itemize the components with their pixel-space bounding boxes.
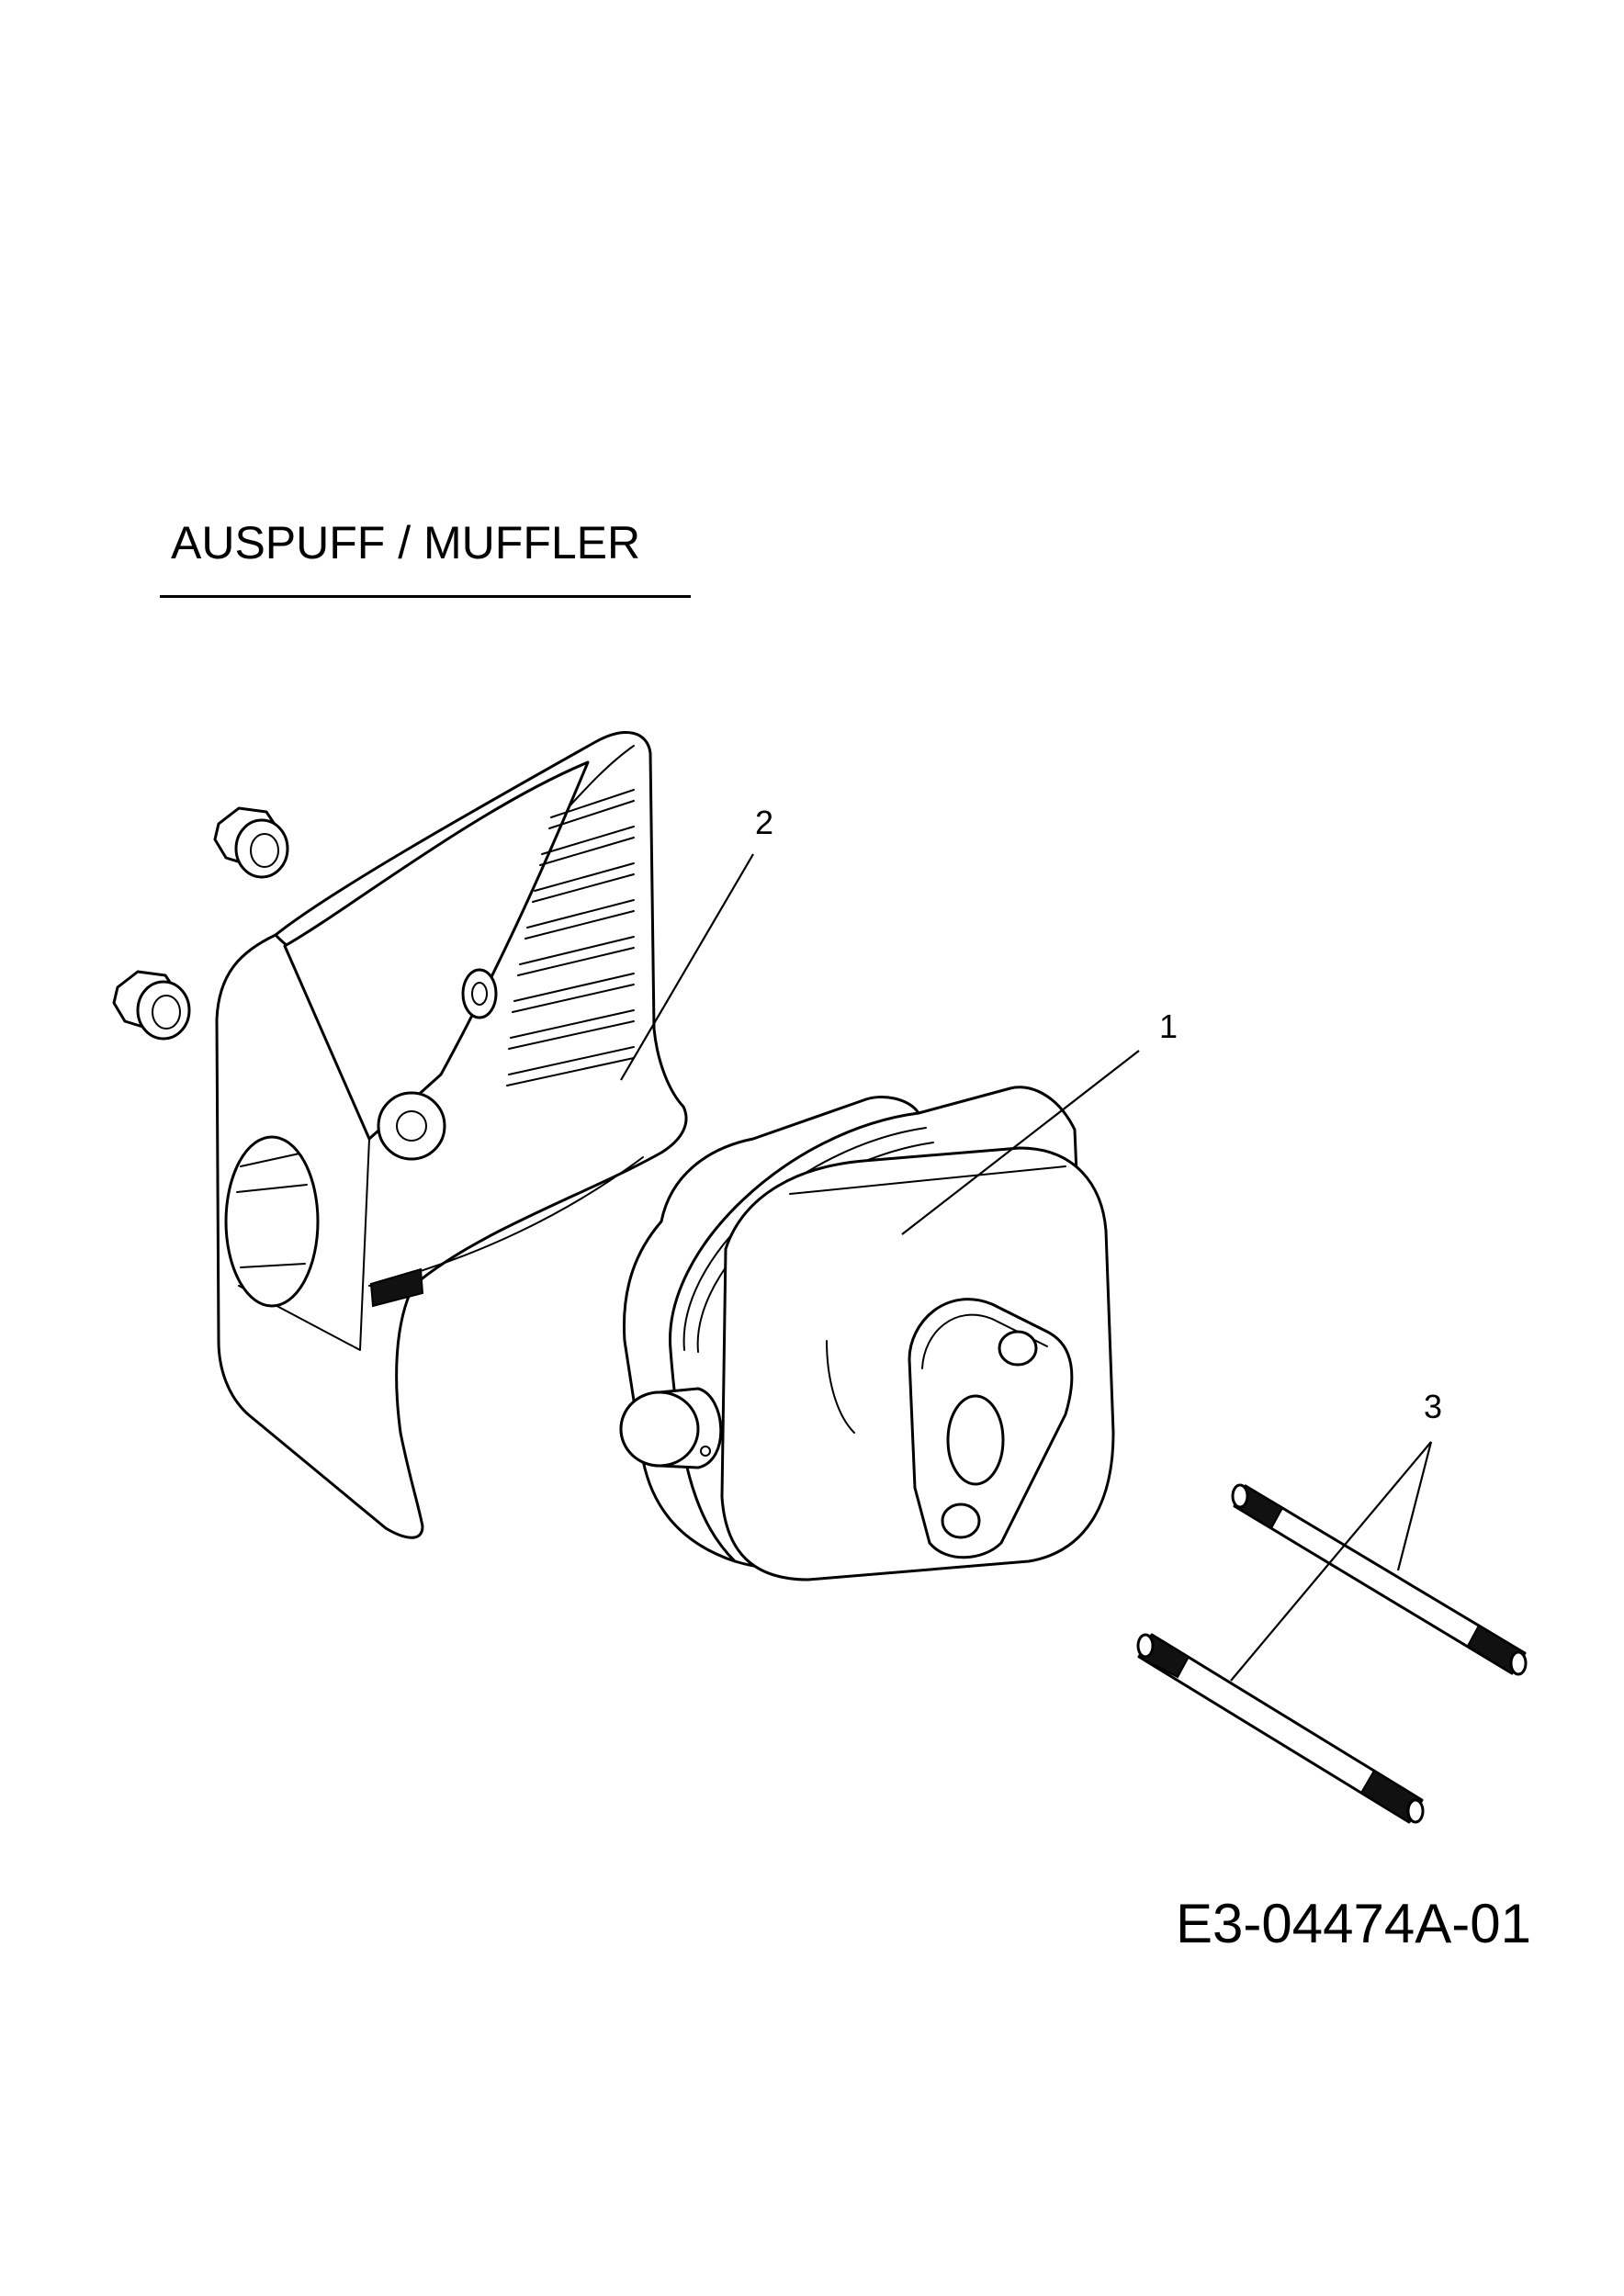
flange-nut-lower xyxy=(112,970,191,1041)
heat-shield xyxy=(215,731,688,1539)
muffler xyxy=(619,1086,1115,1581)
flange-nut-upper xyxy=(213,806,289,879)
vent-slots xyxy=(506,789,635,1086)
callout-1: 1 xyxy=(901,1007,1178,1235)
callout-2-number: 2 xyxy=(755,804,773,841)
callout-3-number: 3 xyxy=(1424,1388,1442,1425)
callout-2: 2 xyxy=(620,804,773,1081)
stud-lower xyxy=(1136,1633,1425,1824)
title-underline xyxy=(160,595,691,598)
callout-3: 3 xyxy=(1230,1388,1442,1682)
callout-1-number: 1 xyxy=(1159,1007,1178,1045)
drawing-code: E3-04474A-01 xyxy=(1176,1893,1531,1954)
page-title: AUSPUFF / MUFFLER xyxy=(171,517,641,568)
stud-upper xyxy=(1231,1483,1528,1676)
